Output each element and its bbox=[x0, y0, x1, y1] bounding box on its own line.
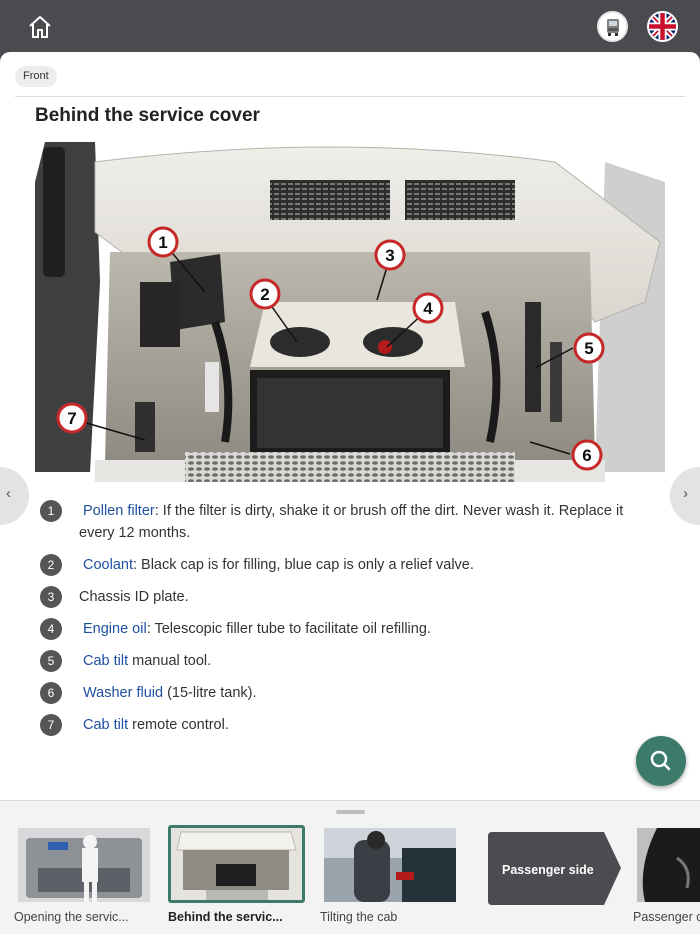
pollen-filter-link[interactable]: Pollen filter bbox=[83, 503, 155, 519]
home-icon[interactable] bbox=[26, 14, 54, 40]
number-badge: 5 bbox=[40, 650, 62, 672]
number-badge: 6 bbox=[40, 682, 62, 704]
top-bar bbox=[0, 0, 700, 52]
list-item: 1 Pollen filter: If the filter is dirty,… bbox=[40, 500, 650, 544]
item-text: : Black cap is for filling, blue cap is … bbox=[132, 557, 474, 573]
list-item: 5 Cab tilt manual tool. bbox=[40, 650, 650, 672]
section-passenger-side[interactable]: Passenger side bbox=[488, 832, 621, 905]
thumbnail-passenger[interactable] bbox=[637, 828, 700, 902]
thumbnail-label[interactable]: Behind the servic... bbox=[168, 910, 283, 924]
callout-1: 1 bbox=[158, 233, 167, 252]
divider bbox=[15, 96, 685, 97]
washer-fluid-link[interactable]: Washer fluid bbox=[83, 685, 164, 701]
content-card: Front Behind the service cover bbox=[0, 52, 700, 800]
number-badge: 2 bbox=[40, 554, 62, 576]
list-item: 2 Coolant: Black cap is for filling, blu… bbox=[40, 554, 650, 576]
number-badge: 4 bbox=[40, 618, 62, 640]
thumbnail-opening-service-cover[interactable] bbox=[18, 828, 150, 902]
callout-6: 6 bbox=[582, 446, 591, 465]
item-text: (15-litre tank). bbox=[163, 685, 257, 701]
breadcrumb[interactable]: Front bbox=[15, 66, 57, 87]
thumbnail-tilting-cab[interactable] bbox=[324, 828, 456, 902]
number-badge: 7 bbox=[40, 714, 62, 736]
callout-3: 3 bbox=[385, 246, 394, 265]
cab-tilt-link[interactable]: Cab tilt bbox=[83, 653, 129, 669]
number-badge: 3 bbox=[40, 586, 62, 608]
service-cover-photo: 1 2 3 4 5 6 7 bbox=[35, 142, 665, 482]
cab-tilt-remote-link[interactable]: Cab tilt bbox=[83, 717, 129, 733]
drawer-handle[interactable] bbox=[336, 810, 365, 814]
item-text: manual tool. bbox=[128, 653, 212, 669]
photo-callouts: 1 2 3 4 5 6 7 bbox=[56, 226, 605, 471]
next-page-button[interactable]: › bbox=[670, 467, 700, 525]
engine-oil-link[interactable]: Engine oil bbox=[83, 621, 147, 637]
coolant-link[interactable]: Coolant bbox=[83, 557, 133, 573]
callout-2: 2 bbox=[260, 285, 269, 304]
list-item: 7 Cab tilt remote control. bbox=[40, 714, 650, 736]
truck-icon[interactable] bbox=[597, 11, 628, 42]
number-badge: 1 bbox=[40, 500, 62, 522]
list-item: 6 Washer fluid (15-litre tank). bbox=[40, 682, 650, 704]
component-list: 1 Pollen filter: If the filter is dirty,… bbox=[40, 500, 650, 746]
page-title: Behind the service cover bbox=[35, 105, 260, 126]
uk-flag-icon[interactable] bbox=[647, 11, 678, 42]
previous-page-button[interactable]: ‹ bbox=[0, 467, 29, 525]
search-icon bbox=[650, 750, 671, 771]
item-text: : Telescopic filler tube to facilitate o… bbox=[146, 621, 431, 637]
callout-7: 7 bbox=[67, 409, 76, 428]
chevron-right-icon: › bbox=[683, 485, 688, 502]
search-button[interactable] bbox=[636, 736, 686, 786]
section-label: Passenger side bbox=[502, 863, 594, 877]
callout-5: 5 bbox=[584, 339, 593, 358]
thumbnail-label[interactable]: Tilting the cab bbox=[320, 910, 398, 924]
list-item: 4 Engine oil: Telescopic filler tube to … bbox=[40, 618, 650, 640]
callout-4: 4 bbox=[423, 299, 433, 318]
list-item: 3 Chassis ID plate. bbox=[40, 586, 650, 608]
thumbnail-behind-service-cover[interactable] bbox=[168, 825, 305, 903]
page-tray: Opening the servic... Behind the servic.… bbox=[0, 800, 700, 934]
thumbnail-label[interactable]: Opening the servic... bbox=[14, 910, 129, 924]
thumbnail-label[interactable]: Passenger c bbox=[633, 910, 700, 924]
item-text: remote control. bbox=[128, 717, 229, 733]
item-text: : If the filter is dirty, shake it or br… bbox=[79, 503, 624, 541]
chevron-left-icon: ‹ bbox=[6, 485, 11, 502]
item-text: Chassis ID plate. bbox=[79, 589, 189, 605]
